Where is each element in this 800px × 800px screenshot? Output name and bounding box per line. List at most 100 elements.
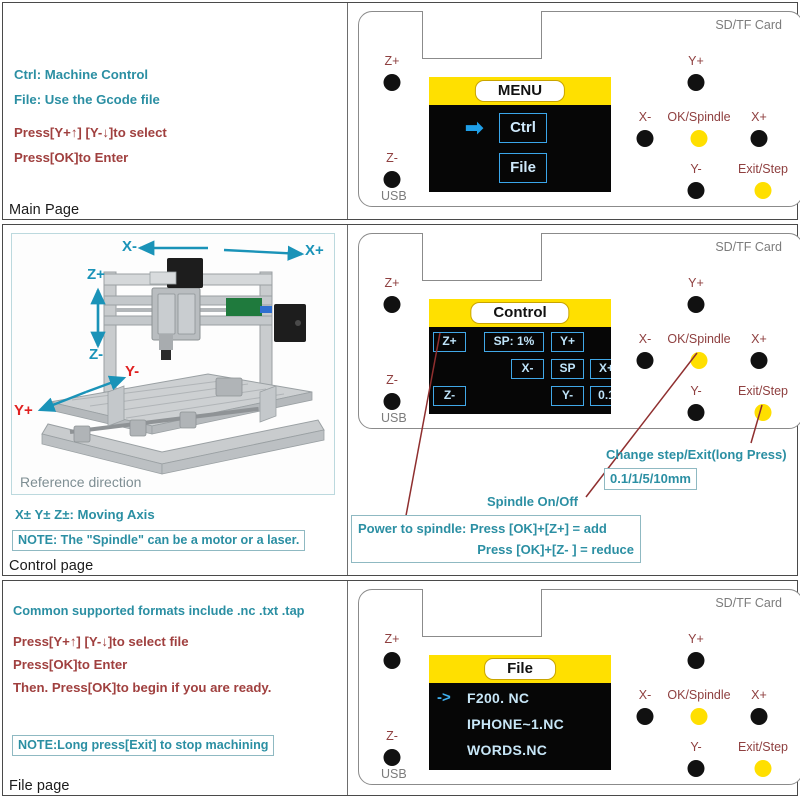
btn-label-ok-spindle: OK/Spindle: [667, 110, 731, 124]
button-z-plus[interactable]: [383, 74, 401, 91]
row-caption-control: Control page: [9, 558, 94, 574]
main-file-desc: File: Use the Gcode file: [14, 92, 160, 107]
btn-label-z-minus: Z-: [386, 729, 398, 743]
button-x-plus[interactable]: [750, 130, 768, 147]
btn-label-y-plus: Y+: [688, 54, 704, 68]
row-caption-main: Main Page: [9, 202, 80, 218]
annotation-change-step: Change step/Exit(long Press): [606, 447, 787, 462]
button-ok-spindle[interactable]: [690, 708, 708, 725]
btn-label-z-plus: Z+: [384, 54, 400, 68]
lcd-file-item-2[interactable]: WORDS.NC: [467, 742, 548, 758]
file-enter-instruction: Press[OK]to Enter: [13, 657, 128, 672]
lcd-menu-item-ctrl[interactable]: Ctrl: [499, 113, 547, 143]
button-y-minus[interactable]: [687, 404, 705, 421]
axis-label-y-plus: Y+: [14, 402, 33, 419]
lcd-file-item-1[interactable]: IPHONE~1.NC: [467, 716, 565, 732]
button-x-plus[interactable]: [750, 352, 768, 369]
file-begin-instruction: Then. Press[OK]to begin if you are ready…: [13, 680, 272, 695]
annotation-power-to-spindle-box: Power to spindle: Press [OK]+[Z+] = add …: [351, 515, 641, 563]
cnc-machine-illustration: [37, 240, 325, 475]
button-ok-spindle[interactable]: [690, 352, 708, 369]
section-main-page: Ctrl: Machine Control File: Use the Gcod…: [2, 2, 800, 220]
btn-label-x-minus: X-: [638, 332, 652, 346]
button-y-plus[interactable]: [687, 296, 705, 313]
sd-card-slot: [422, 589, 542, 637]
lcd-cell-x-plus[interactable]: X+: [590, 359, 611, 379]
sd-card-label: SD/TF Card: [715, 240, 782, 254]
btn-label-x-plus: X+: [751, 688, 767, 702]
section-control-page: X- X+ Z+ Z- Y- Y+ Reference direction X±…: [2, 224, 800, 576]
lcd-cell-sp[interactable]: SP: [551, 359, 584, 379]
lcd-cell-x-minus[interactable]: X-: [511, 359, 544, 379]
main-select-instruction: Press[Y+↑] [Y-↓]to select: [14, 125, 167, 140]
button-exit-step[interactable]: [754, 760, 772, 777]
lcd-body-file: -> F200. NC IPHONE~1.NC WORDS.NC: [429, 683, 611, 770]
sd-card-label: SD/TF Card: [715, 596, 782, 610]
btn-label-z-plus: Z+: [384, 632, 400, 646]
button-exit-step[interactable]: [754, 404, 772, 421]
controller-board-file: SD/TF Card USB Z+ Z- Y+ X- OK/Spindle X+…: [358, 589, 800, 785]
button-exit-step[interactable]: [754, 182, 772, 199]
button-y-minus[interactable]: [687, 182, 705, 199]
spindle-type-note: NOTE: The "Spindle" can be a motor or a …: [12, 530, 306, 551]
btn-label-ok-spindle: OK/Spindle: [667, 332, 731, 346]
lcd-title-bar: File: [429, 655, 611, 683]
lcd-title-file: File: [484, 658, 556, 680]
usb-label: USB: [381, 411, 407, 425]
column-divider: [347, 581, 348, 795]
lcd-screen-control: Control Z+ SP: 1% Y+ X- SP X+ Z- Y- 0.1: [429, 299, 611, 414]
button-x-plus[interactable]: [750, 708, 768, 725]
lcd-cell-y-minus[interactable]: Y-: [551, 386, 584, 406]
lcd-cell-y-plus[interactable]: Y+: [551, 332, 584, 352]
button-ok-spindle[interactable]: [690, 130, 708, 147]
axis-label-y-minus: Y-: [125, 363, 140, 380]
lcd-file-cursor-icon: ->: [437, 689, 451, 706]
btn-label-z-plus: Z+: [384, 276, 400, 290]
btn-label-x-plus: X+: [751, 332, 767, 346]
lcd-file-item-0[interactable]: F200. NC: [467, 690, 530, 706]
annotation-power-add: Power to spindle: Press [OK]+[Z+] = add: [358, 521, 607, 536]
btn-label-x-minus: X-: [638, 688, 652, 702]
btn-label-z-minus: Z-: [386, 151, 398, 165]
button-x-minus[interactable]: [636, 130, 654, 147]
button-z-minus[interactable]: [383, 171, 401, 188]
usb-label: USB: [381, 767, 407, 781]
axis-label-x-minus: X-: [122, 238, 137, 255]
btn-label-y-minus: Y-: [690, 384, 702, 398]
file-select-instruction: Press[Y+↑] [Y-↓]to select file: [13, 634, 189, 649]
btn-label-x-minus: X-: [638, 110, 652, 124]
button-z-minus[interactable]: [383, 749, 401, 766]
file-stop-note: NOTE:Long press[Exit] to stop machining: [12, 735, 275, 756]
axis-label-z-plus: Z+: [87, 266, 105, 283]
button-z-plus[interactable]: [383, 296, 401, 313]
main-enter-instruction: Press[OK]to Enter: [14, 150, 129, 165]
lcd-screen-menu: MENU ➡ Ctrl File: [429, 77, 611, 192]
btn-label-y-plus: Y+: [688, 632, 704, 646]
button-y-minus[interactable]: [687, 760, 705, 777]
button-x-minus[interactable]: [636, 352, 654, 369]
file-formats-note: Common supported formats include .nc .tx…: [13, 603, 305, 618]
machine-reference-image: X- X+ Z+ Z- Y- Y+ Reference direction: [11, 233, 335, 495]
btn-label-y-minus: Y-: [690, 162, 702, 176]
controller-board-control: SD/TF Card USB Z+ Z- Y+ X- OK/Spindle X+…: [358, 233, 800, 429]
lcd-menu-item-file[interactable]: File: [499, 153, 547, 183]
lcd-cell-z-minus[interactable]: Z-: [433, 386, 466, 406]
button-z-minus[interactable]: [383, 393, 401, 410]
button-y-plus[interactable]: [687, 652, 705, 669]
lcd-screen-file: File -> F200. NC IPHONE~1.NC WORDS.NC: [429, 655, 611, 770]
lcd-body-menu: ➡ Ctrl File: [429, 105, 611, 192]
lcd-cell-spindle-percent[interactable]: SP: 1%: [484, 332, 544, 352]
lcd-title-bar: Control: [429, 299, 611, 327]
lcd-title-menu: MENU: [474, 80, 566, 102]
button-y-plus[interactable]: [687, 74, 705, 91]
column-divider: [347, 3, 348, 219]
lcd-cell-step-value[interactable]: 0.1: [590, 386, 611, 406]
btn-label-y-plus: Y+: [688, 276, 704, 290]
lcd-cell-z-plus[interactable]: Z+: [433, 332, 466, 352]
button-z-plus[interactable]: [383, 652, 401, 669]
button-x-minus[interactable]: [636, 708, 654, 725]
lcd-cursor-arrow-icon: ➡: [465, 115, 484, 140]
machine-panel-caption: Reference direction: [20, 474, 142, 490]
axis-label-x-plus: X+: [305, 242, 324, 259]
